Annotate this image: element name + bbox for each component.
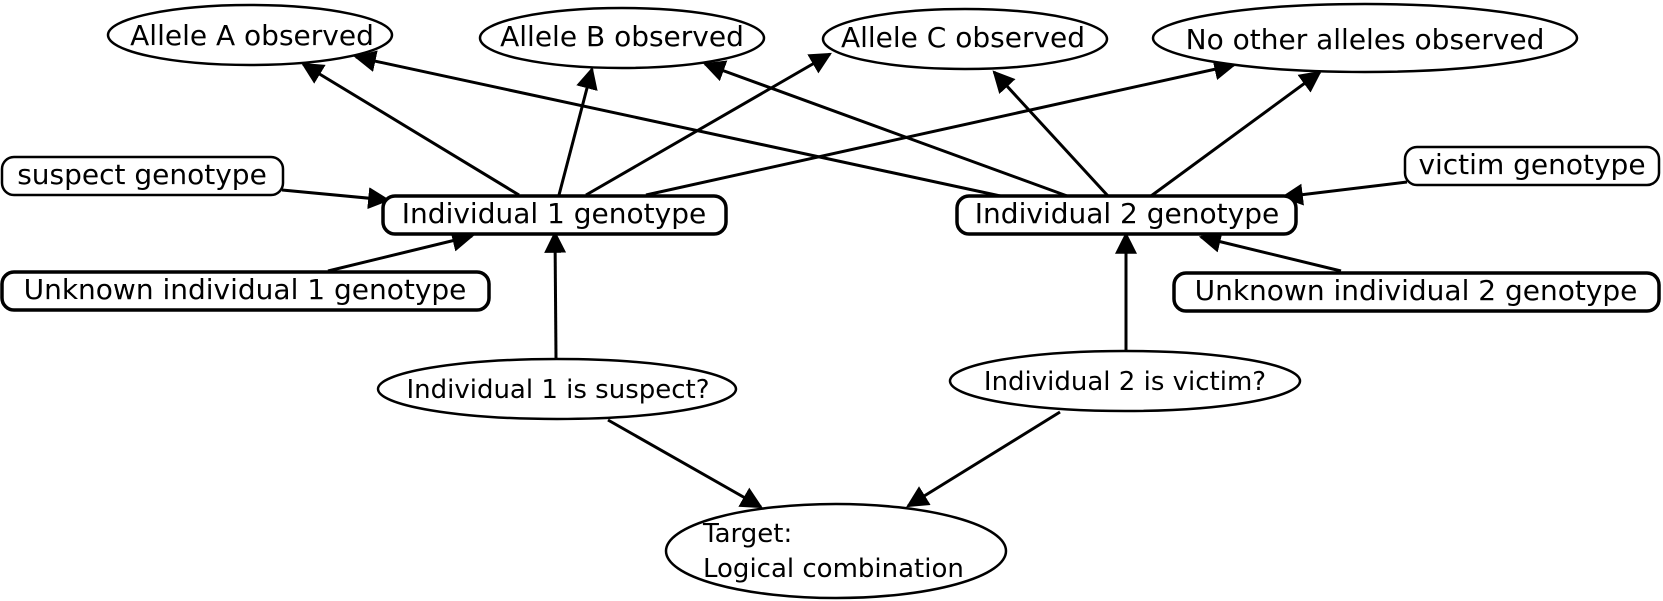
edge-ind1-to-no-other [645,58,1237,197]
node-unknown-individual-1: Unknown individual 1 genotype [0,270,491,312]
node-unknown-individual-2-label: Unknown individual 2 genotype [1195,274,1638,307]
node-unknown-individual-1-label: Unknown individual 1 genotype [24,273,467,306]
edge-ind2-to-allele-c [992,70,1110,198]
node-no-other-alleles: No other alleles observed [1151,2,1579,74]
edge-ind1-to-allele-a [301,62,520,197]
edge-victim-genotype-to-ind2 [1280,180,1408,206]
node-target-label-line2: Logical combination [703,554,964,584]
node-allele-b: Allele B observed [478,6,766,70]
node-suspect-genotype: suspect genotype [0,155,285,197]
edges [281,50,1408,509]
edge-ind1-suspect-to-target [607,418,763,509]
node-victim-genotype-label: victim genotype [1418,148,1645,181]
edge-ind2-to-no-other [1150,70,1322,198]
node-individual-2-genotype-label: Individual 2 genotype [975,197,1279,230]
node-individual-1-is-suspect: Individual 1 is suspect? [376,357,738,421]
node-allele-b-label: Allele B observed [500,20,744,53]
edge-ind1-to-allele-b [557,66,598,196]
node-unknown-individual-2: Unknown individual 2 genotype [1172,271,1661,313]
edge-suspect-genotype-to-ind1 [281,187,391,210]
node-individual-2-is-victim-label: Individual 2 is victim? [984,367,1266,397]
node-suspect-genotype-label: suspect genotype [17,158,267,191]
node-target: Target: Logical combination [664,502,1008,600]
edge-ind1-to-allele-c [585,52,832,197]
node-individual-1-genotype-label: Individual 1 genotype [402,197,706,230]
node-no-other-alleles-label: No other alleles observed [1186,23,1545,56]
node-allele-c-label: Allele C observed [841,21,1085,54]
edge-ind2-victim-to-target [906,410,1061,508]
edge-ind2-to-allele-a [353,50,1020,202]
node-allele-c: Allele C observed [821,7,1109,71]
node-allele-a-label: Allele A observed [130,19,374,52]
node-allele-a: Allele A observed [106,3,394,67]
node-target-label-line1: Target: [702,519,792,549]
edge-unknown2-to-ind2 [1198,230,1342,273]
node-individual-1-genotype: Individual 1 genotype [381,194,728,236]
node-individual-2-genotype: Individual 2 genotype [955,194,1298,236]
node-individual-1-is-suspect-label: Individual 1 is suspect? [406,375,709,405]
edge-unknown1-to-ind1 [327,229,475,273]
node-individual-2-is-victim: Individual 2 is victim? [948,349,1302,413]
node-victim-genotype: victim genotype [1403,145,1661,187]
edge-ind1-suspect-to-ind1 [544,230,567,359]
edge-ind2-to-allele-b [702,60,1071,199]
